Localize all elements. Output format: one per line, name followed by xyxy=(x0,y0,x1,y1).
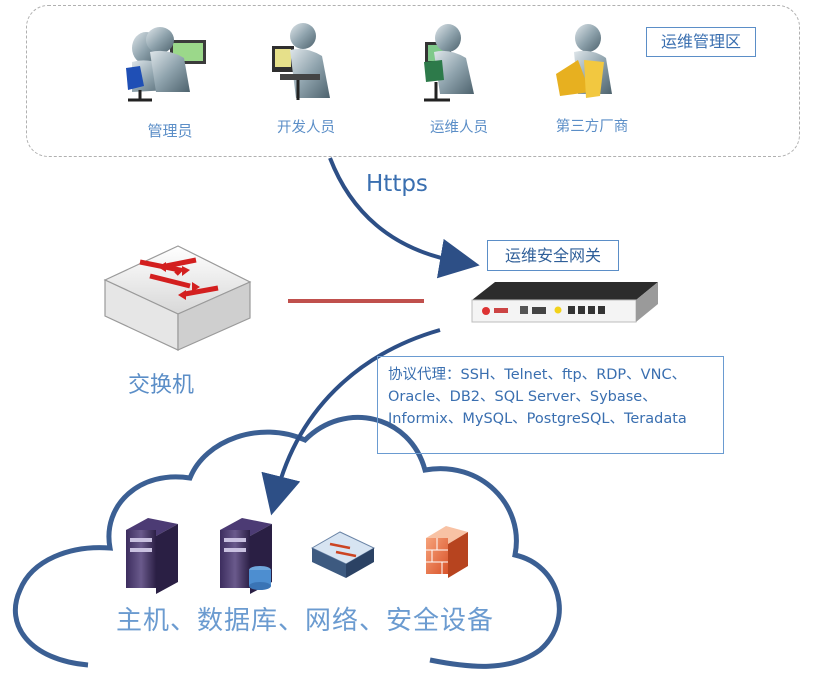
gateway-to-cloud-arrow xyxy=(261,328,441,516)
person-label-developer: 开发人员 xyxy=(277,120,335,136)
person-label-vendor: 第三方厂商 xyxy=(555,119,629,135)
gateway-device-icon xyxy=(471,282,658,323)
admin-icon xyxy=(126,27,206,102)
host-server-icon xyxy=(126,518,178,594)
cloud-label: 主机、数据库、网络、安全设备 xyxy=(116,606,495,636)
zone-label: 运维管理区 xyxy=(646,27,756,57)
network-switch-icon xyxy=(310,531,376,578)
switch-label: 交换机 xyxy=(128,373,195,398)
protocol-box: 协议代理：SSH、Telnet、ftp、RDP、VNC、 Oracle、DB2、… xyxy=(377,356,724,454)
firewall-icon xyxy=(426,526,468,578)
network-cloud xyxy=(12,415,562,669)
person-label-admin: 管理员 xyxy=(147,122,193,140)
operator-icon xyxy=(424,24,474,102)
database-server-icon xyxy=(220,518,272,594)
gateway-label: 运维安全网关 xyxy=(487,240,619,271)
protocol-line: Informix、MySQL、PostgreSQL、Teradata xyxy=(388,411,687,427)
https-arrow xyxy=(328,157,480,279)
https-label: Https xyxy=(366,171,428,197)
switch-icon xyxy=(103,245,252,351)
person-label-operator: 运维人员 xyxy=(430,120,488,136)
management-zone xyxy=(26,5,800,157)
developer-icon xyxy=(272,23,330,100)
protocol-line: 协议代理：SSH、Telnet、ftp、RDP、VNC、 xyxy=(388,367,687,383)
protocol-line: Oracle、DB2、SQL Server、Sybase、 xyxy=(388,389,657,405)
vendor-icon xyxy=(556,24,612,98)
